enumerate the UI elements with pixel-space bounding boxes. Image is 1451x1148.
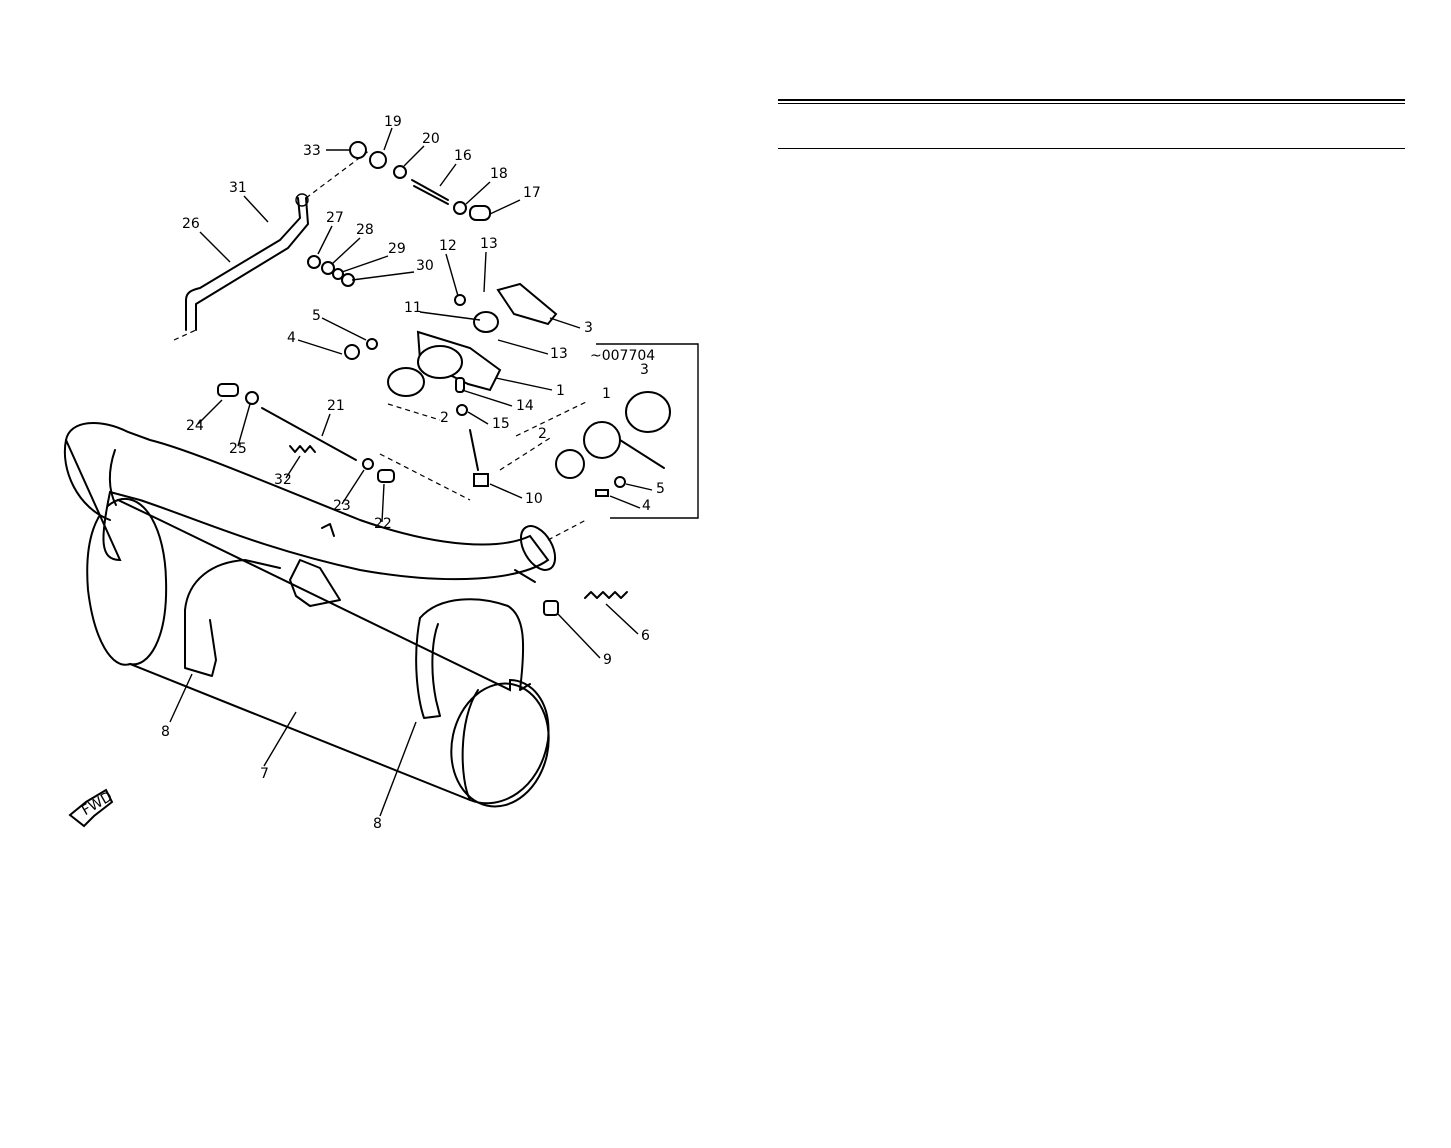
label-4b: 4 xyxy=(642,498,651,514)
label-18: 18 xyxy=(490,166,508,182)
label-10: 10 xyxy=(525,491,543,507)
label-22: 22 xyxy=(374,516,392,532)
label-28: 28 xyxy=(356,222,374,238)
header-rule-single xyxy=(778,148,1405,149)
spring-6 xyxy=(584,591,628,599)
leader-lines xyxy=(169,127,653,817)
part-labels: 19 33 20 16 18 17 31 26 27 28 29 30 12 1… xyxy=(161,114,665,832)
pipe-26 xyxy=(185,193,309,331)
muffler-strap-right xyxy=(415,598,531,719)
label-5a: 5 xyxy=(312,308,321,324)
label-21: 21 xyxy=(327,398,345,414)
label-1b: 1 xyxy=(602,386,611,402)
label-30: 30 xyxy=(416,258,434,274)
nut-9 xyxy=(543,600,559,616)
label-13b: 13 xyxy=(550,346,568,362)
exhaust-head-pipe xyxy=(63,422,557,583)
label-19: 19 xyxy=(384,114,402,130)
label-17: 17 xyxy=(523,185,541,201)
label-25: 25 xyxy=(229,441,247,457)
inset-box xyxy=(555,343,699,519)
label-3b: 3 xyxy=(640,362,649,378)
label-8a: 8 xyxy=(161,724,170,740)
label-inset: ~007704 xyxy=(590,348,655,364)
label-29: 29 xyxy=(388,241,406,257)
label-9: 9 xyxy=(603,652,612,668)
label-8b: 8 xyxy=(373,816,382,832)
label-16: 16 xyxy=(454,148,472,164)
label-3a: 3 xyxy=(584,320,593,336)
label-11: 11 xyxy=(404,300,422,316)
fittings-16-20 xyxy=(349,141,491,221)
header-rule-double xyxy=(778,99,1405,104)
label-2a: 2 xyxy=(440,410,449,426)
label-33: 33 xyxy=(303,143,321,159)
exhaust-flange-assembly xyxy=(344,282,558,416)
assembly-lines xyxy=(173,149,587,541)
label-5b: 5 xyxy=(656,481,665,497)
muffler-bracket xyxy=(289,523,341,607)
label-13a: 13 xyxy=(480,236,498,252)
label-7: 7 xyxy=(260,766,269,782)
bolts-left xyxy=(217,383,489,487)
label-4a: 4 xyxy=(287,330,296,346)
label-14: 14 xyxy=(516,398,534,414)
label-12: 12 xyxy=(439,238,457,254)
label-31: 31 xyxy=(229,180,247,196)
fittings-27-30 xyxy=(307,255,355,287)
muffler-strap-left xyxy=(184,559,281,677)
label-20: 20 xyxy=(422,131,440,147)
label-23: 23 xyxy=(333,498,351,514)
label-1a: 1 xyxy=(556,383,565,399)
label-15: 15 xyxy=(492,416,510,432)
label-6: 6 xyxy=(641,628,650,644)
label-2b: 2 xyxy=(538,426,547,442)
label-27: 27 xyxy=(326,210,344,226)
label-32: 32 xyxy=(274,472,292,488)
fwd-arrow-icon: FWD xyxy=(68,788,115,828)
label-26: 26 xyxy=(182,216,200,232)
